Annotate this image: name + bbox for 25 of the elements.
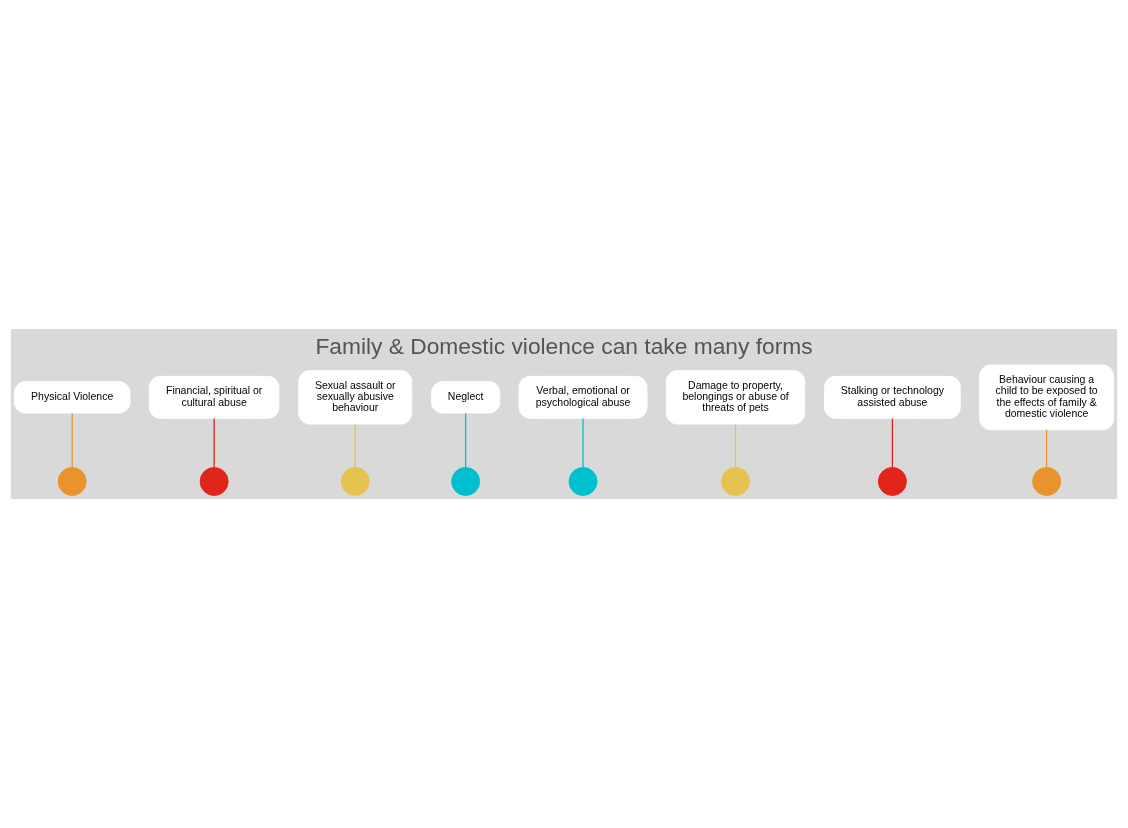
connector bbox=[354, 423, 356, 469]
connector bbox=[582, 417, 584, 469]
node-circle bbox=[199, 467, 229, 496]
connector bbox=[891, 417, 894, 469]
connector bbox=[1045, 429, 1048, 468]
node-box: Financial, spiritual or cultural abuse bbox=[148, 375, 280, 419]
node-box: Behaviour causing a child to be exposed to the effects of family & domestic violence bbox=[979, 364, 1115, 431]
node-box: Physical Violence bbox=[13, 381, 131, 414]
node-circle bbox=[340, 467, 370, 496]
node-circle bbox=[1032, 467, 1062, 496]
node-circle bbox=[451, 467, 481, 496]
node-circle bbox=[57, 467, 87, 496]
node-circle bbox=[877, 467, 907, 496]
node-box: Sexual assault or sexually abusive behaviour bbox=[298, 370, 413, 425]
diagram-title: Family & Domestic violence can take many forms bbox=[315, 333, 813, 360]
node-circle bbox=[721, 467, 750, 496]
connector bbox=[71, 412, 73, 468]
node-circle bbox=[568, 467, 598, 496]
connector bbox=[465, 412, 467, 468]
connector bbox=[213, 417, 215, 469]
node-box: Verbal, emotional or psychological abuse bbox=[518, 375, 648, 419]
node-box: Damage to property, belongings or abuse of threats of pets bbox=[665, 370, 806, 425]
node-box: Stalking or technology assisted abuse bbox=[824, 375, 961, 419]
connector bbox=[734, 423, 737, 469]
node-box: Neglect bbox=[431, 381, 501, 414]
